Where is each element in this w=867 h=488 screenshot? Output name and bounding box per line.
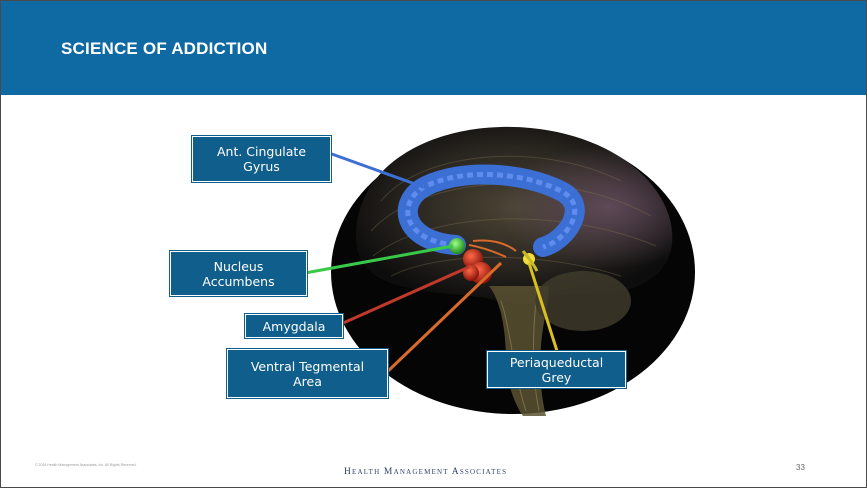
callout-amygdala: Amygdala — [245, 314, 343, 338]
footer-brand: Health Management Associates — [344, 467, 507, 477]
callout-nucleus-accumbens-label: Nucleus Accumbens — [202, 259, 274, 289]
callout-nucleus-accumbens: Nucleus Accumbens — [170, 251, 307, 296]
callout-ventral-tegmental-label: Ventral Tegmental Area — [251, 359, 364, 389]
callout-anterior-cingulate-label: Ant. Cingulate Gyrus — [217, 144, 306, 174]
callout-ventral-tegmental: Ventral Tegmental Area — [227, 349, 388, 398]
callout-anterior-cingulate: Ant. Cingulate Gyrus — [192, 136, 331, 182]
callout-amygdala-label: Amygdala — [263, 319, 326, 334]
cerebellum — [535, 271, 631, 331]
footer-copyright: © 2024 Health Management Associates, Inc… — [35, 463, 137, 467]
callout-periaqueductal-label: Periaqueductal Grey — [510, 355, 603, 385]
page-number: 33 — [796, 463, 805, 472]
callout-periaqueductal: Periaqueductal Grey — [487, 351, 626, 388]
